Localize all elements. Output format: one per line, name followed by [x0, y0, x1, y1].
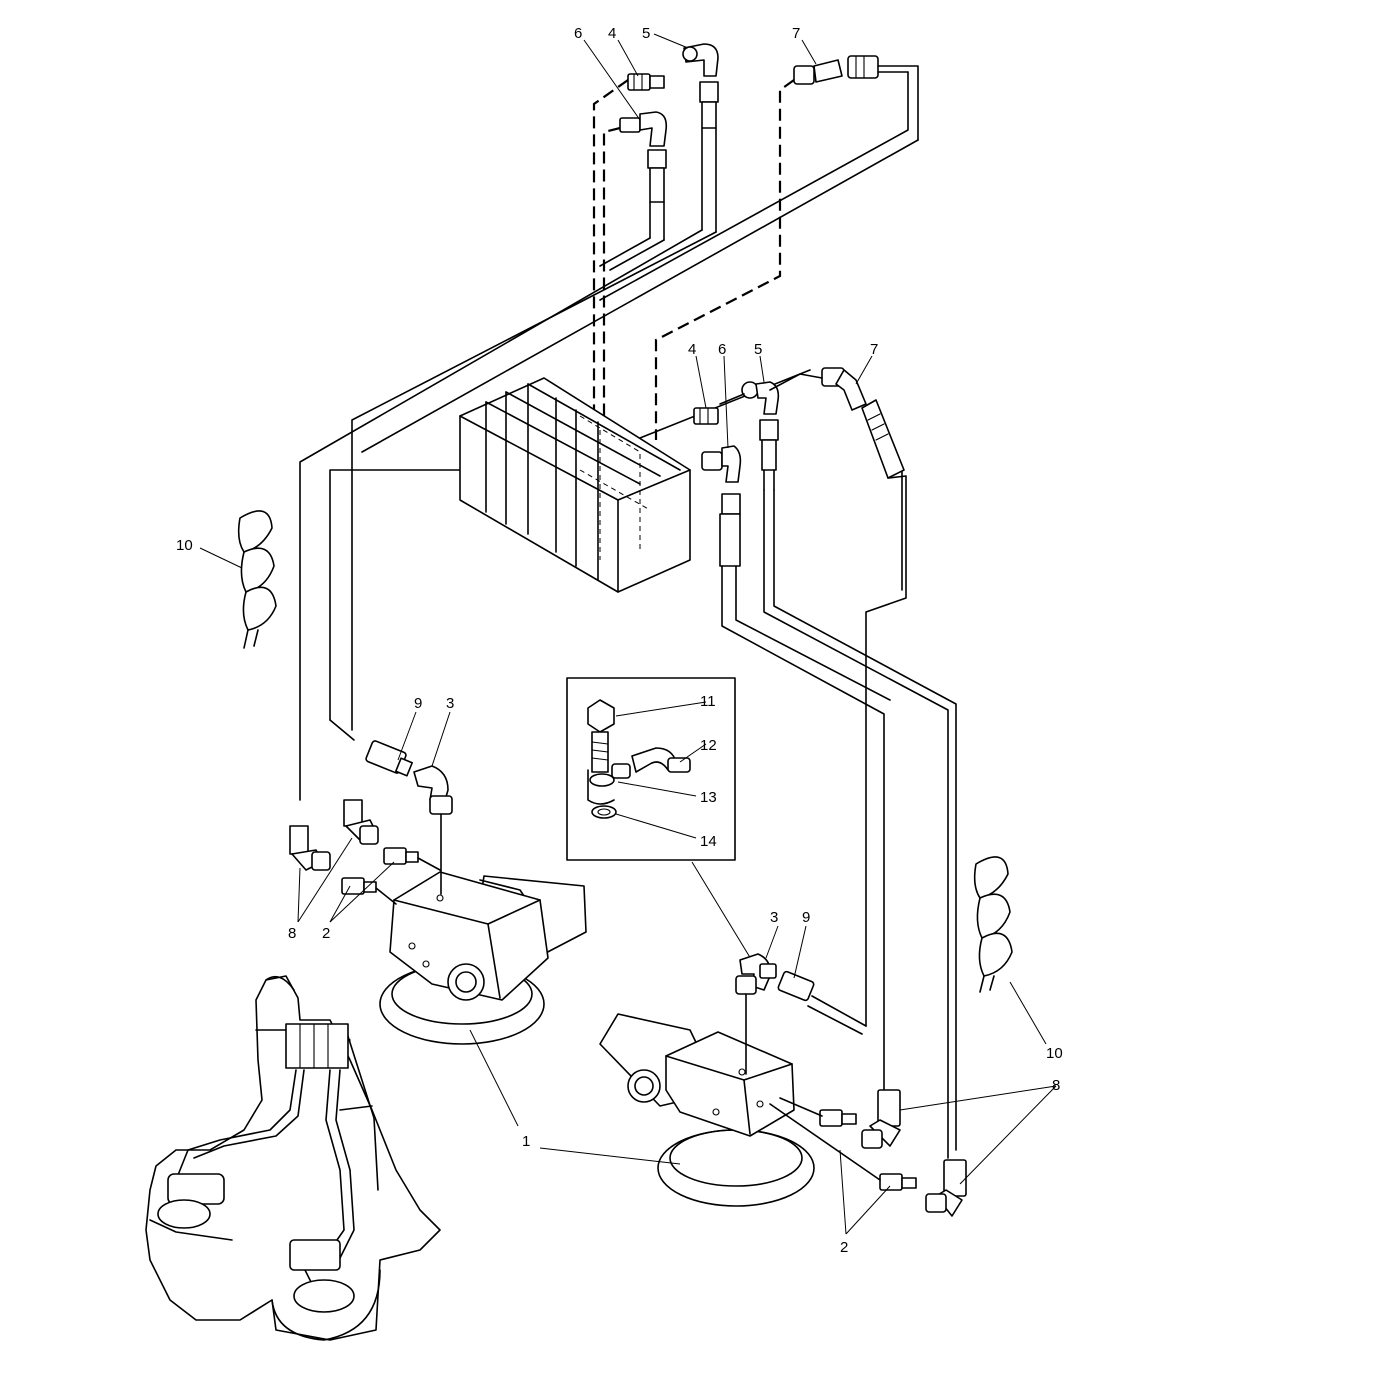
- left-fittings: [289, 719, 453, 905]
- callout-5-mid: 5: [754, 341, 762, 358]
- leader-lines: [199, 33, 1057, 1235]
- adapter-4-top: [627, 73, 665, 91]
- elbow-8-right-b: [925, 1159, 967, 1217]
- elbow-8-left-b: [343, 799, 379, 845]
- elbow-5-mid: [741, 381, 780, 491]
- callout-1: 1: [522, 1133, 530, 1150]
- long-hoses-lower: [721, 471, 957, 1159]
- fitting-7-top: [793, 55, 879, 85]
- callout-6-top: 6: [574, 25, 582, 42]
- callout-6-mid: 6: [718, 341, 726, 358]
- elbow-7-mid: [821, 367, 905, 479]
- washer-14: [591, 805, 617, 819]
- elbow-6-top: [619, 111, 668, 203]
- callout-2-left: 2: [322, 925, 330, 942]
- callout-10-right: 10: [1046, 1045, 1063, 1062]
- adapter-2-right-b: [879, 1173, 917, 1191]
- adapter-2-right-a: [819, 1109, 857, 1127]
- machine-body: [145, 975, 441, 1341]
- right-fittings: [735, 953, 967, 1217]
- callout-8-left: 8: [288, 925, 296, 942]
- spiral-wrap-right: [973, 856, 1013, 993]
- banjo-elbow-12: [611, 747, 691, 779]
- callout-10-left: 10: [176, 537, 193, 554]
- callout-2-right: 2: [840, 1239, 848, 1256]
- valve-block: [459, 377, 691, 593]
- callout-8-right: 8: [1052, 1077, 1060, 1094]
- mid-fitting-group: [693, 367, 905, 567]
- adapter-4-mid: [693, 407, 719, 425]
- callout-9-left: 9: [414, 695, 422, 712]
- washer-13: [587, 769, 615, 805]
- adapter-2-left-a: [383, 847, 419, 865]
- callout-13: 13: [700, 789, 717, 806]
- elbow-3-right: [735, 953, 777, 1075]
- top-fitting-group: [619, 43, 919, 241]
- elbow-6-mid: [701, 445, 742, 567]
- right-cylinder: [599, 1013, 815, 1207]
- elbow-8-left-a: [289, 825, 331, 871]
- callout-11: 11: [700, 693, 716, 710]
- callout-3-left: 3: [446, 695, 454, 712]
- banjo-bolt-11: [587, 699, 615, 773]
- callout-5-top: 5: [642, 25, 650, 42]
- spiral-wrap-left: [237, 510, 277, 649]
- inset-banjo-detail: [566, 677, 736, 861]
- callout-7-mid: 7: [870, 341, 878, 358]
- callout-9-right: 9: [802, 909, 810, 926]
- elbow-3-left: [413, 765, 453, 895]
- hose-end-9-right: [777, 970, 867, 1035]
- callout-7-top: 7: [792, 25, 800, 42]
- callout-3-right: 3: [770, 909, 778, 926]
- callout-12: 12: [700, 737, 717, 754]
- left-cylinder: [379, 871, 587, 1045]
- callout-labels: 6 4 5 7 4 6 5 7 10 9 3 8 2 11 12 13 14 3…: [176, 25, 1063, 1256]
- elbow-5-top: [682, 43, 719, 129]
- callout-14: 14: [700, 833, 717, 850]
- inset-leader: [691, 861, 755, 965]
- elbow-8-right-a: [861, 1089, 901, 1149]
- long-hoses-upper: [299, 71, 919, 801]
- callout-4-top: 4: [608, 25, 616, 42]
- callout-4-mid: 4: [688, 341, 696, 358]
- dashed-pipe-routes: [592, 79, 795, 440]
- hose-end-9-left: [329, 719, 413, 777]
